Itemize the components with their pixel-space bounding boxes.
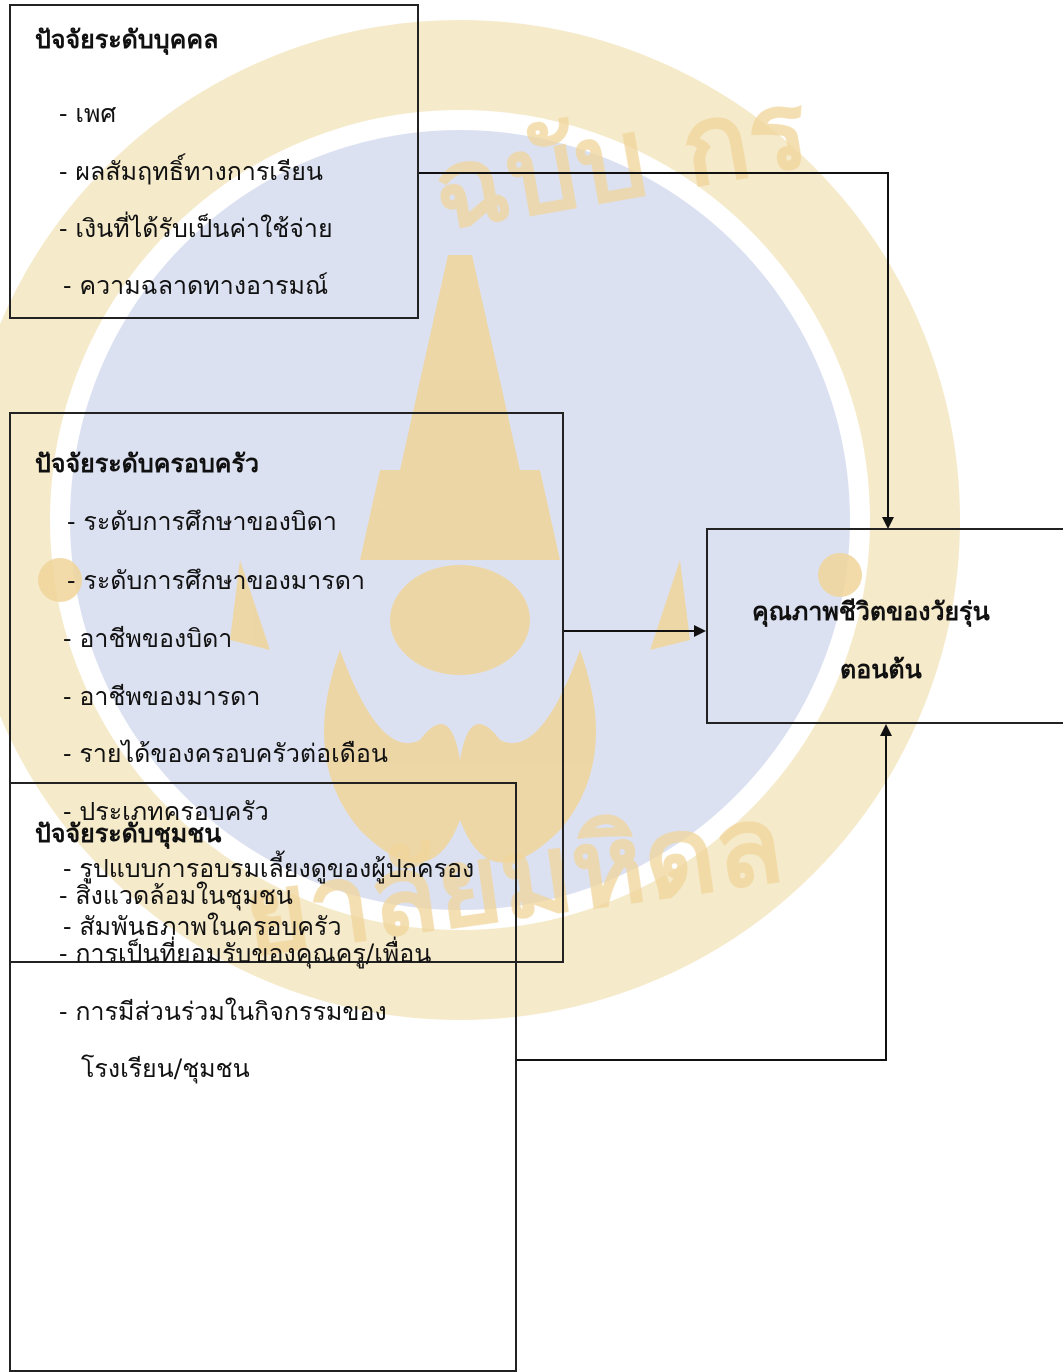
connector-community-to-outcome (516, 724, 892, 1061)
family-factor-item: - ระดับการศึกษาของมารดา (67, 566, 366, 595)
family-factor-item: - อาชีพของบิดา (63, 624, 233, 653)
community-factor-item: - สิ่งแวดล้อมในชุมชน (59, 881, 293, 910)
community-factor-item: - การมีส่วนร่วมในกิจกรรมของ (59, 997, 387, 1026)
family-factor-item: - ระดับการศึกษาของบิดา (67, 507, 337, 536)
outcome-title-line2: ตอนต้น (840, 655, 922, 684)
seal-ring (0, 20, 960, 1020)
individual-factor-item: - ความฉลาดทางอารมณ์ (63, 271, 329, 300)
community-factor-item: - การเป็นที่ยอมรับของคุณครู/เพื่อน (59, 939, 432, 968)
connector-individual-to-outcome (418, 172, 894, 529)
individual-factors-title: ปัจจัยระดับบุคคล (35, 25, 219, 54)
outcome-box: คุณภาพชีวิตของวัยรุ่น ตอนต้น (706, 528, 1063, 724)
community-factors-title: ปัจจัยระดับชุมชน (35, 819, 222, 848)
individual-factor-item: - เพศ (59, 99, 117, 128)
family-factor-item: - ประเภทครอบครัว (63, 797, 269, 826)
family-factor-item: - รายได้ของครอบครัวต่อเดือน (63, 739, 388, 768)
individual-factor-item: - ผลสัมฤทธิ์ทางการเรียน (59, 157, 324, 186)
seal-emblem (38, 255, 862, 863)
outcome-title-line1: คุณภาพชีวิตของวัยรุ่น (752, 597, 990, 626)
family-factors-box: ปัจจัยระดับครอบครัว - ระดับการศึกษาของบิ… (9, 412, 564, 963)
family-factor-item: - อาชีพของมารดา (63, 682, 261, 711)
family-factors-title: ปัจจัยระดับครอบครัว (35, 449, 259, 478)
family-factor-item: - รูปแบบการอบรมเลี้ยงดูของผู้ปกครอง (63, 854, 475, 883)
individual-factor-item: - เงินที่ได้รับเป็นค่าใช้จ่าย (59, 214, 333, 243)
community-factors-box: ปัจจัยระดับชุมชน - สิ่งแวดล้อมในชุมชน - … (9, 782, 517, 1372)
family-factor-item: - สัมพันธภาพในครอบครัว (63, 912, 342, 941)
community-factor-item: โรงเรียน/ชุมชน (81, 1054, 250, 1083)
individual-factors-box: ปัจจัยระดับบุคคล - เพศ - ผลสัมฤทธิ์ทางกา… (9, 4, 419, 319)
